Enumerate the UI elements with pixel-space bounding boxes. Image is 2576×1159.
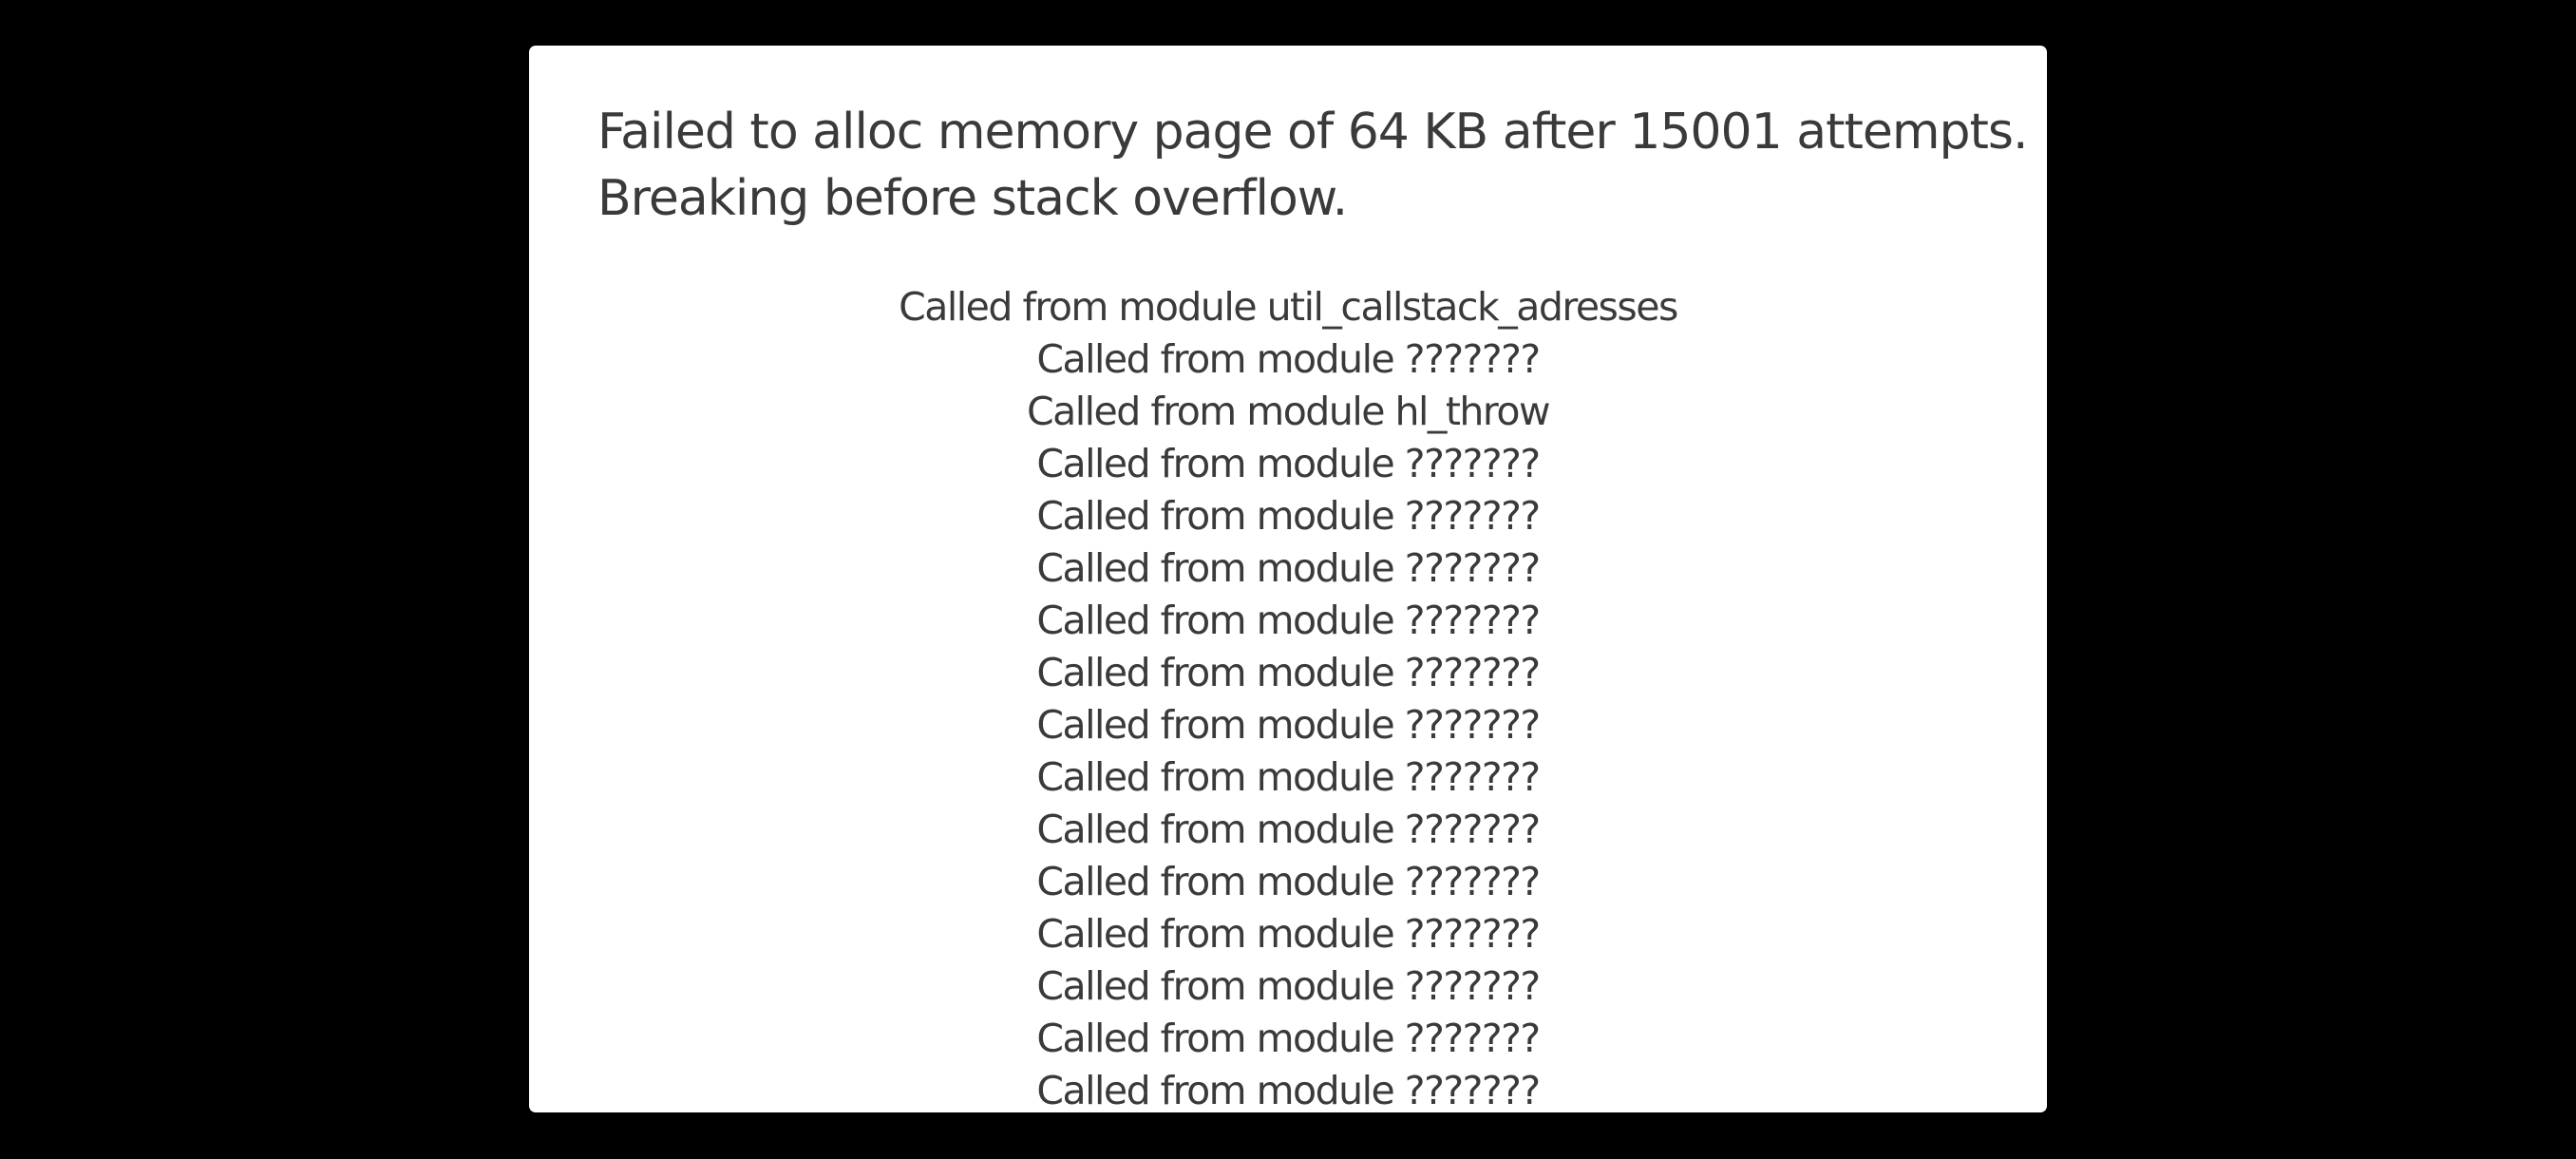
callstack-entry: Called from module ??????? (1036, 911, 1541, 957)
callstack-entry: Called from module ??????? (1036, 441, 1541, 486)
callstack-entry: Called from module ??????? (1036, 859, 1541, 904)
error-dialog: Failed to alloc memory page of 64 KB aft… (529, 46, 2047, 1112)
callstack-entry: Called from module ??????? (1036, 754, 1541, 800)
callstack-entry: Called from module ??????? (1036, 963, 1541, 1009)
callstack-entry: Called from module ??????? (1036, 1016, 1541, 1061)
callstack-entry: Called from module ??????? (1036, 336, 1541, 382)
callstack-entry: Called from module ??????? (1036, 545, 1541, 591)
callstack-entry: Called from module util_callstack_adress… (899, 284, 1678, 330)
callstack-entry: Called from module ??????? (1036, 1068, 1541, 1112)
callstack-entry: Called from module hl_throw (1027, 389, 1550, 434)
callstack-entry: Called from module ??????? (1036, 807, 1541, 852)
error-message-line: Breaking before stack overflow. (597, 170, 1348, 227)
callstack-list: Called from module util_callstack_adress… (529, 281, 2047, 1112)
error-message: Failed to alloc memory page of 64 KB aft… (597, 99, 2029, 232)
callstack-entry: Called from module ??????? (1036, 702, 1541, 748)
error-message-line: Failed to alloc memory page of 64 KB aft… (597, 104, 2029, 161)
callstack-entry: Called from module ??????? (1036, 493, 1541, 539)
callstack-entry: Called from module ??????? (1036, 598, 1541, 643)
callstack-entry: Called from module ??????? (1036, 650, 1541, 695)
